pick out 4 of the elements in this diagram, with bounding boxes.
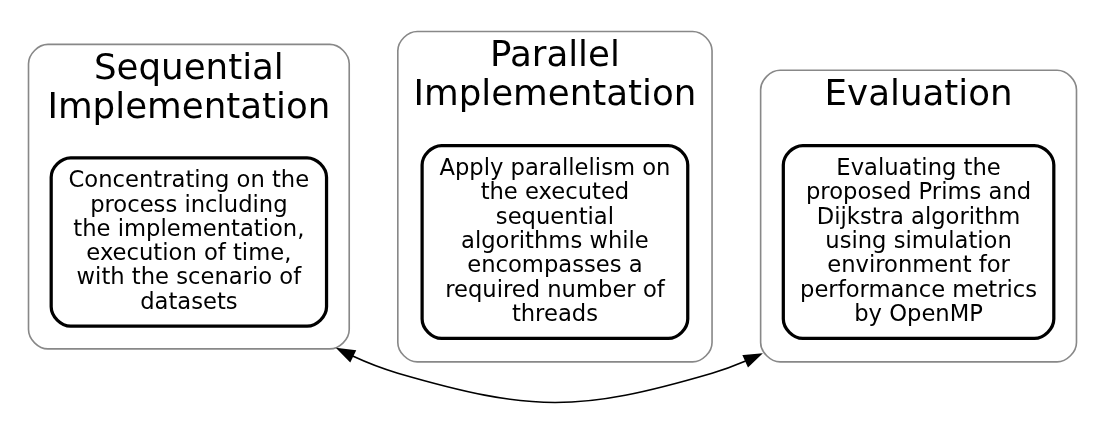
node-box: Concentrating on the process including the implementation, execution of time, with the scenario of datasets	[49, 156, 329, 328]
arrow	[335, 347, 763, 404]
node-box: Evaluating the proposed Prims and Dijkstra algorithm using simulation environment for performance metrics by OpenMP	[781, 144, 1056, 340]
node-box: Apply parallelism on the executed sequential algorithms while encompasses a required number of threads	[420, 144, 690, 340]
